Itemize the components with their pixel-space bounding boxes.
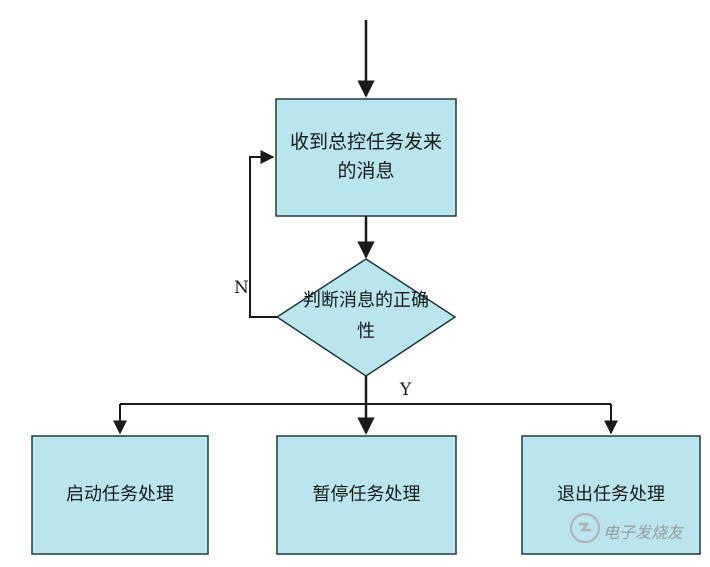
start-task-text: 启动任务处理 bbox=[66, 484, 174, 506]
no-loop-arrow bbox=[249, 150, 277, 318]
watermark-logo bbox=[570, 513, 600, 543]
watermark-text: 电子发烧友 bbox=[603, 523, 684, 542]
exit-task-box bbox=[521, 435, 701, 555]
yes-label: Y bbox=[400, 380, 412, 400]
pause-task-text: 暂停任务处理 bbox=[312, 484, 421, 506]
start-task-box bbox=[31, 435, 209, 555]
no-label: N bbox=[234, 278, 249, 298]
receive-message-text: 收到总控任务发来的消息 bbox=[289, 130, 442, 182]
judge-text: 判断消息的正确性 bbox=[303, 290, 429, 342]
exit-task-text: 退出任务处理 bbox=[557, 484, 665, 506]
pause-task-box bbox=[276, 435, 457, 555]
